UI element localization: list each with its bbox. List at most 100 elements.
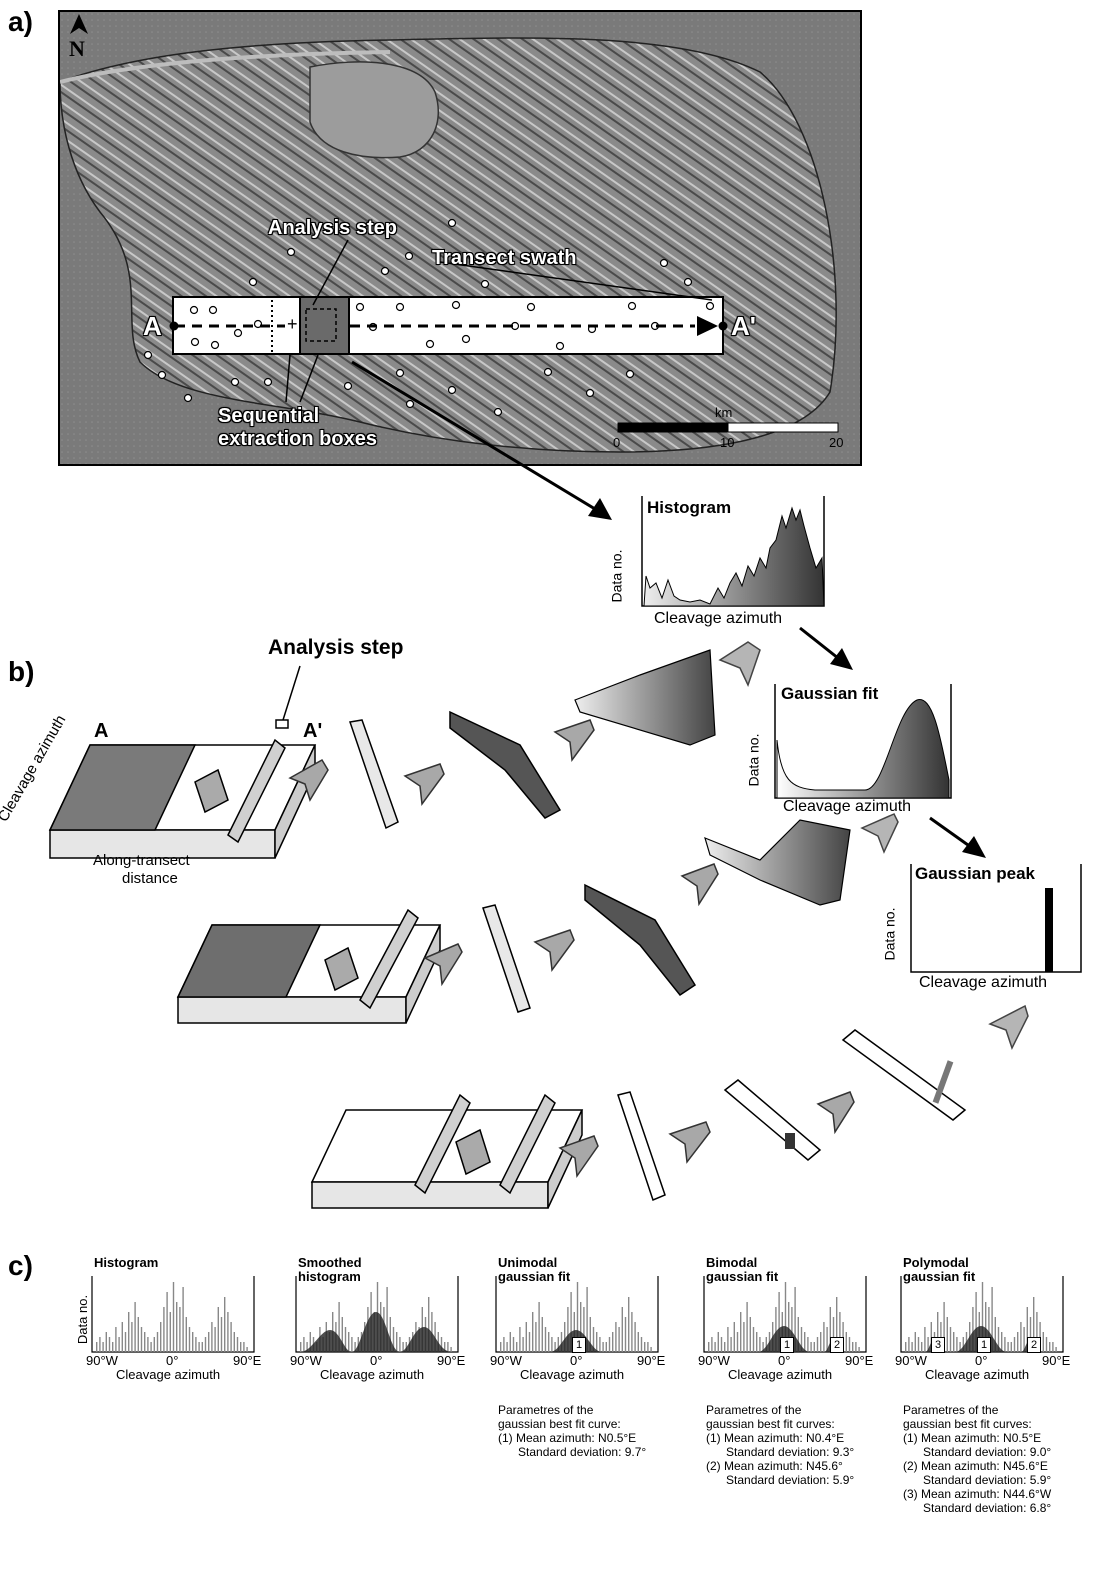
chart-title-line2: gaussian fit bbox=[706, 1270, 778, 1284]
chart-title-line2: gaussian fit bbox=[903, 1270, 975, 1284]
histogram-bar bbox=[596, 1332, 597, 1352]
chart-xlabel: Cleavage azimuth bbox=[320, 1367, 424, 1382]
histogram-bar bbox=[625, 1317, 626, 1352]
histogram-bar bbox=[599, 1337, 600, 1352]
histogram-bar bbox=[134, 1302, 135, 1352]
histogram-bar bbox=[644, 1342, 645, 1352]
histogram-bar bbox=[609, 1337, 610, 1352]
histogram-bar bbox=[905, 1342, 906, 1352]
histogram-bar bbox=[234, 1332, 235, 1352]
histogram-bar bbox=[1007, 1342, 1008, 1352]
histogram-bar bbox=[147, 1337, 148, 1352]
histogram-bar bbox=[612, 1332, 613, 1352]
histogram-bar bbox=[154, 1337, 155, 1352]
histogram-bar bbox=[246, 1347, 247, 1352]
histogram-bar bbox=[849, 1337, 850, 1352]
histogram-bar bbox=[519, 1327, 520, 1352]
histogram-bar bbox=[622, 1307, 623, 1352]
histogram-bar bbox=[303, 1337, 304, 1352]
histogram-bar bbox=[351, 1337, 352, 1352]
peak-marker-1: 1 bbox=[977, 1337, 991, 1353]
histogram-bar bbox=[348, 1332, 349, 1352]
histogram-bar bbox=[820, 1332, 821, 1352]
histogram-bar bbox=[542, 1317, 543, 1352]
histogram-bar bbox=[855, 1342, 856, 1352]
histogram-bar bbox=[924, 1327, 925, 1352]
histogram-bar bbox=[125, 1332, 126, 1352]
histogram-bar bbox=[718, 1332, 719, 1352]
tick-90w: 90°W bbox=[86, 1353, 118, 1368]
histogram-bar bbox=[189, 1327, 190, 1352]
histogram-bar bbox=[300, 1342, 301, 1352]
fit-parameters: Parametres of the gaussian best fit curv… bbox=[498, 1403, 646, 1459]
histogram-bar bbox=[908, 1337, 909, 1352]
histogram-bar bbox=[956, 1337, 957, 1352]
histogram-bar bbox=[708, 1342, 709, 1352]
histogram-bar bbox=[759, 1337, 760, 1352]
histogram-bar bbox=[128, 1312, 129, 1352]
histogram-bar bbox=[817, 1337, 818, 1352]
histogram-bar bbox=[734, 1322, 735, 1352]
histogram-bar bbox=[503, 1337, 504, 1352]
panel-c-chart-5: Polymodalgaussian fit90°W0°90°ECleavage … bbox=[897, 1272, 1072, 1392]
histogram-bar bbox=[921, 1342, 922, 1352]
histogram-bar bbox=[230, 1322, 231, 1352]
histogram-bar bbox=[532, 1312, 533, 1352]
histogram-bar bbox=[138, 1317, 139, 1352]
histogram-bar bbox=[450, 1347, 451, 1352]
histogram-bar bbox=[141, 1327, 142, 1352]
histogram-bar bbox=[522, 1337, 523, 1352]
histogram-bar bbox=[535, 1322, 536, 1352]
chart-title-line2: gaussian fit bbox=[498, 1270, 570, 1284]
histogram-bar bbox=[638, 1332, 639, 1352]
histogram-bar bbox=[650, 1347, 651, 1352]
histogram-bar bbox=[224, 1297, 225, 1352]
histogram-bar bbox=[186, 1317, 187, 1352]
histogram-bar bbox=[1014, 1337, 1015, 1352]
panel-c-chart-4: Bimodalgaussian fit90°W0°90°ECleavage az… bbox=[700, 1272, 875, 1392]
tick-0: 0° bbox=[975, 1353, 987, 1368]
tick-90w: 90°W bbox=[698, 1353, 730, 1368]
histogram-bar bbox=[737, 1332, 738, 1352]
histogram-bar bbox=[529, 1332, 530, 1352]
histogram-bar bbox=[724, 1342, 725, 1352]
histogram-bar bbox=[1017, 1332, 1018, 1352]
peak-marker-2: 2 bbox=[830, 1337, 844, 1353]
histogram-bar bbox=[218, 1307, 219, 1352]
tick-90e: 90°E bbox=[637, 1353, 665, 1368]
peak-marker-1: 1 bbox=[572, 1337, 586, 1353]
histogram-bar bbox=[1052, 1342, 1053, 1352]
histogram-bar bbox=[950, 1327, 951, 1352]
histogram-bar bbox=[227, 1312, 228, 1352]
histogram-bar bbox=[915, 1332, 916, 1352]
chart-title-line1: Unimodal bbox=[498, 1256, 557, 1270]
histogram-bar bbox=[240, 1342, 241, 1352]
histogram-bar bbox=[852, 1342, 853, 1352]
tick-0: 0° bbox=[570, 1353, 582, 1368]
histogram-bar bbox=[1055, 1347, 1056, 1352]
histogram-bar bbox=[750, 1317, 751, 1352]
histogram-bar bbox=[746, 1302, 747, 1352]
histogram-bar bbox=[804, 1332, 805, 1352]
histogram-bar bbox=[545, 1327, 546, 1352]
tick-0: 0° bbox=[778, 1353, 790, 1368]
tick-90e: 90°E bbox=[437, 1353, 465, 1368]
panel-c-chart-3: Unimodalgaussian fit90°W0°90°ECleavage a… bbox=[492, 1272, 667, 1392]
fit-parameters: Parametres of the gaussian best fit curv… bbox=[903, 1403, 1051, 1515]
histogram-bar bbox=[615, 1322, 616, 1352]
histogram-bar bbox=[221, 1317, 222, 1352]
chart-title-line1: Histogram bbox=[94, 1256, 158, 1270]
tick-0: 0° bbox=[370, 1353, 382, 1368]
histogram-bar bbox=[1011, 1342, 1012, 1352]
histogram-bar bbox=[211, 1322, 212, 1352]
histogram-bar bbox=[1020, 1322, 1021, 1352]
histogram-bar bbox=[118, 1337, 119, 1352]
peak-marker-3: 3 bbox=[931, 1337, 945, 1353]
chart-title-line2: histogram bbox=[298, 1270, 361, 1284]
histogram-bar bbox=[99, 1337, 100, 1352]
histogram-bar bbox=[202, 1342, 203, 1352]
histogram-bar bbox=[198, 1342, 199, 1352]
histogram-bar bbox=[115, 1327, 116, 1352]
